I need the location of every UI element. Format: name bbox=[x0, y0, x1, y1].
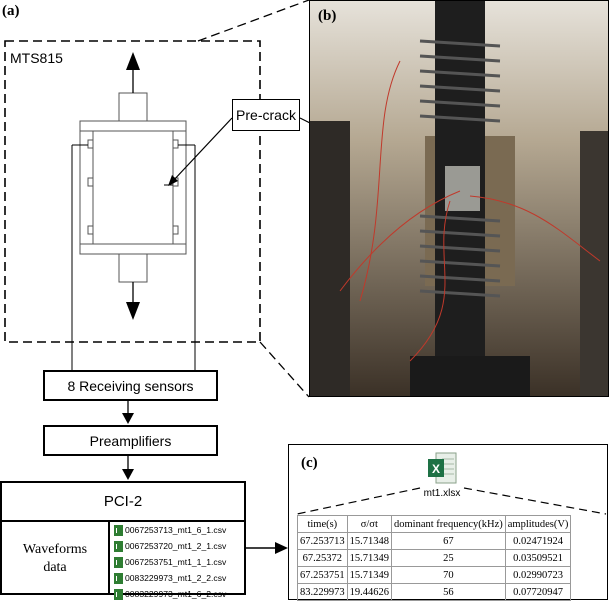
sensors-box: 8 Receiving sensors bbox=[43, 370, 218, 401]
zoom-line-bottom bbox=[259, 341, 310, 398]
panel-c-label: (c) bbox=[301, 455, 318, 471]
file-item[interactable]: 0083229973_mt1_2_2.csv bbox=[114, 570, 226, 586]
pci2-title: PCI-2 bbox=[2, 483, 244, 522]
mts815-frame bbox=[4, 40, 261, 343]
load-arrow-up bbox=[126, 52, 140, 70]
col-header-time: time(s) bbox=[297, 515, 348, 533]
panel-a-label: (a) bbox=[2, 3, 20, 19]
col-header-stress: σ/σt bbox=[346, 515, 393, 533]
csv-file-icon bbox=[114, 540, 123, 552]
precrack-arrow-left bbox=[168, 175, 178, 186]
flow-arrow-to-table bbox=[275, 542, 288, 554]
file-item[interactable]: 0067253713_mt1_6_1.csv bbox=[114, 522, 226, 538]
data-table: time(s) σ/σt dominant frequency(kHz) amp… bbox=[297, 515, 572, 601]
csv-file-icon bbox=[114, 524, 123, 536]
excel-icon: X bbox=[428, 452, 457, 484]
panel-c-frame: (c) X mt1.xlsx time(s) σ/σt dominant fre… bbox=[288, 444, 608, 601]
file-list: 0067253713_mt1_6_1.csv 0067253720_mt1_2_… bbox=[110, 522, 226, 600]
file-item[interactable]: 0083229973_mt1_6_2.csv bbox=[114, 586, 226, 602]
pci2-block: PCI-2 Waveforms data 0067253713_mt1_6_1.… bbox=[0, 481, 246, 600]
zoom-line-top bbox=[197, 0, 310, 42]
col-header-amplitude: amplitudes(V) bbox=[504, 515, 572, 533]
panel-b-label: (b) bbox=[318, 8, 337, 24]
file-item[interactable]: 0067253720_mt1_2_1.csv bbox=[114, 538, 226, 554]
table-header-row: time(s) σ/σt dominant frequency(kHz) amp… bbox=[297, 515, 572, 533]
precrack-label: Pre-crack bbox=[232, 99, 300, 131]
preamplifiers-box: Preamplifiers bbox=[43, 425, 218, 456]
excel-file[interactable]: X mt1.xlsx bbox=[409, 451, 475, 499]
flow-arrow-1 bbox=[122, 413, 134, 424]
flow-arrow-2 bbox=[122, 469, 134, 480]
file-item[interactable]: 0067253751_mt1_1_1.csv bbox=[114, 554, 226, 570]
svg-text:X: X bbox=[432, 462, 440, 476]
machine-label: MTS815 bbox=[10, 50, 63, 66]
excel-filename: mt1.xlsx bbox=[423, 488, 461, 499]
col-header-frequency: dominant frequency(kHz) bbox=[391, 515, 506, 533]
test-photo bbox=[309, 0, 609, 397]
photo-illustration bbox=[310, 1, 608, 396]
specimen-drawing bbox=[79, 92, 187, 283]
load-arrow-down bbox=[126, 302, 140, 320]
waveforms-label: Waveforms data bbox=[2, 522, 110, 595]
csv-file-icon bbox=[114, 588, 123, 600]
csv-file-icon bbox=[114, 556, 123, 568]
csv-file-icon bbox=[114, 572, 123, 584]
